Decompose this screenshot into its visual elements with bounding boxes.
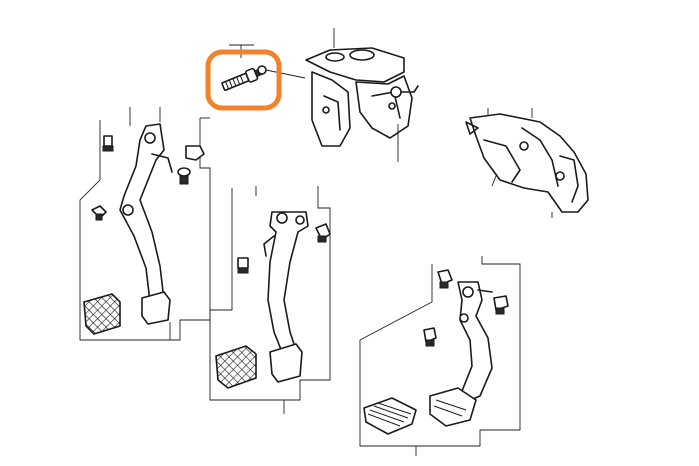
adjusting-bolt-part[interactable] xyxy=(221,44,306,92)
highlight-ring xyxy=(205,49,282,111)
highlight-marker xyxy=(205,49,282,111)
brake-pedal-assembly-center-part[interactable] xyxy=(209,186,331,414)
rear-bracket-part[interactable] xyxy=(465,108,589,218)
brake-pedal-assembly-right-part[interactable] xyxy=(359,256,521,456)
clutch-pedal-assembly-part[interactable] xyxy=(79,107,211,341)
pedal-bracket-part[interactable] xyxy=(305,28,419,162)
